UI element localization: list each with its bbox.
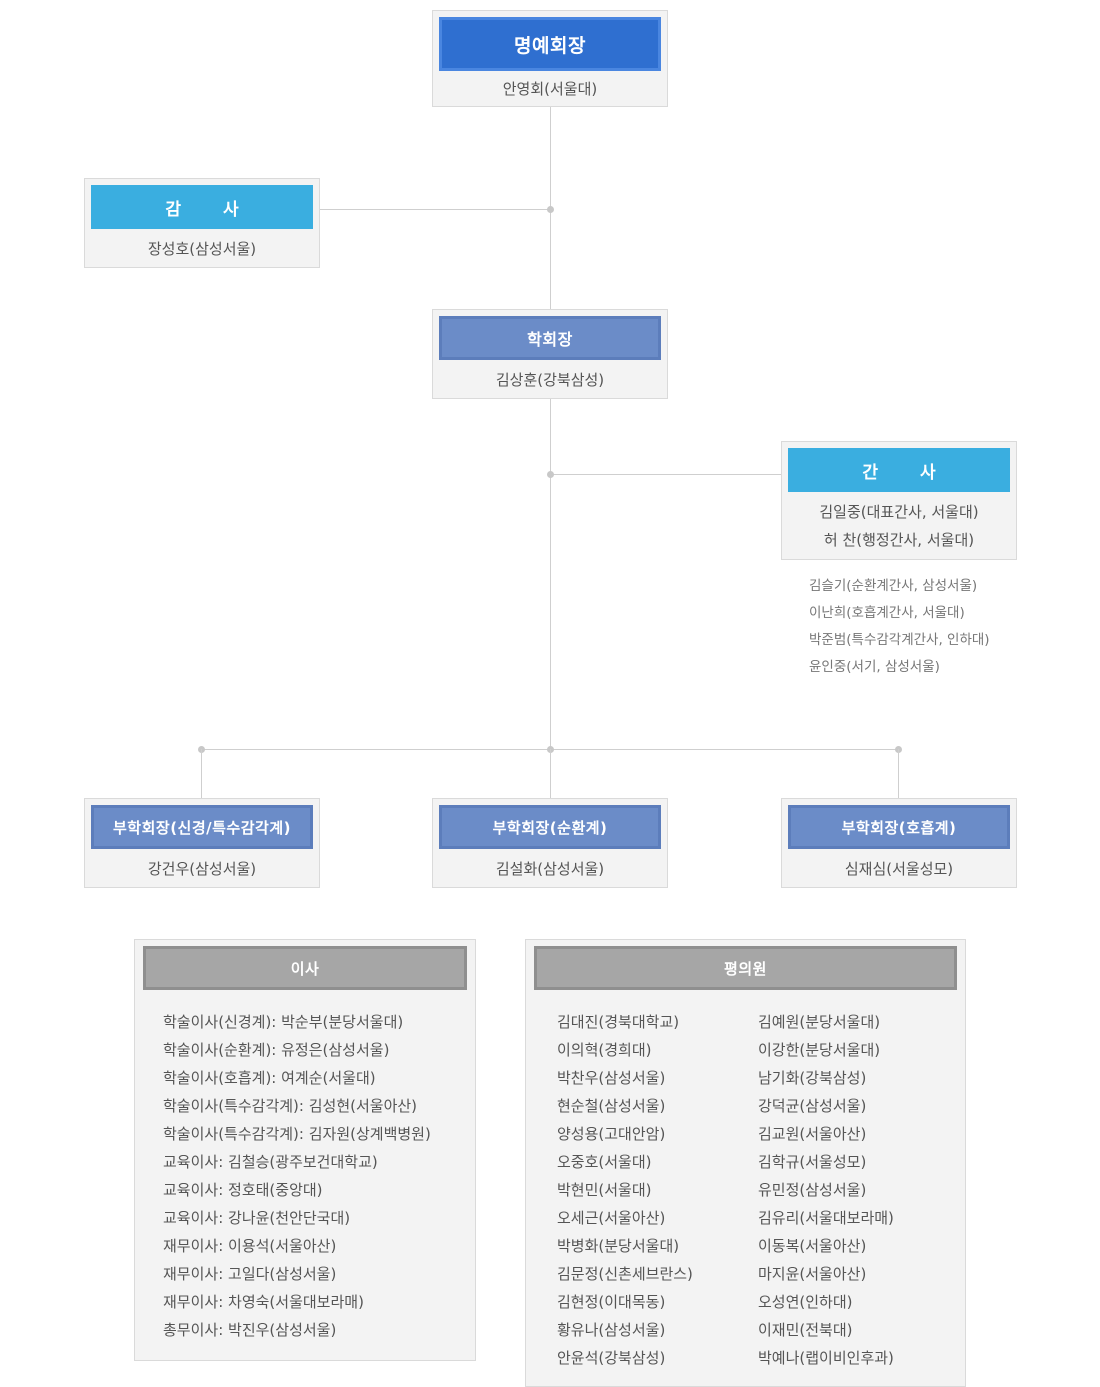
council-item: 김학규(서울성모) xyxy=(758,1153,867,1171)
council-item: 박예나(랩이비인후과) xyxy=(758,1349,894,1367)
council-item: 강덕균(삼성서울) xyxy=(758,1097,867,1115)
council-item: 김문정(신촌세브란스) xyxy=(557,1265,693,1283)
vice-president-box-neuro: 부학회장(신경/특수감각계) 강건우(삼성서울) xyxy=(84,798,320,888)
connector-dot xyxy=(547,206,554,213)
secretary-members: 김일중(대표간사, 서울대) 허 찬(행정간사, 서울대) xyxy=(782,492,1016,554)
vice-president-box-respiratory: 부학회장(호흡계) 심재심(서울성모) xyxy=(781,798,1017,888)
director-item: 학술이사(특수감각계): 김성현(서울아산) xyxy=(163,1097,418,1115)
council-item: 박현민(서울대) xyxy=(557,1181,652,1199)
council-item: 남기화(강북삼성) xyxy=(758,1069,867,1087)
council-item: 안윤석(강북삼성) xyxy=(557,1349,666,1367)
council-title: 평의원 xyxy=(534,946,957,990)
council-item: 김현정(이대목동) xyxy=(557,1293,666,1311)
secretary-sub-member: 이난희(호흡계간사, 서울대) xyxy=(809,605,965,621)
honorary-president-box: 명예회장 안영회(서울대) xyxy=(432,10,668,107)
president-title: 학회장 xyxy=(439,316,661,360)
council-item: 박병화(분당서울대) xyxy=(557,1237,680,1255)
director-item: 학술이사(순환계): 유정은(삼성서울) xyxy=(163,1041,390,1059)
connector-president-down xyxy=(550,398,551,749)
connector-vp-left xyxy=(201,749,202,799)
secretary-box: 간 사 김일중(대표간사, 서울대) 허 찬(행정간사, 서울대) xyxy=(781,441,1017,560)
director-item: 교육이사: 정호태(중앙대) xyxy=(163,1181,323,1199)
auditor-box: 감 사 장성호(삼성서울) xyxy=(84,178,320,268)
council-item: 유민정(삼성서울) xyxy=(758,1181,867,1199)
honorary-president-member: 안영회(서울대) xyxy=(502,80,598,98)
council-item: 이동복(서울아산) xyxy=(758,1237,867,1255)
secretary-sub-member: 김슬기(순환계간사, 삼성서울) xyxy=(809,578,978,594)
vice-president-member: 김설화(삼성서울) xyxy=(495,860,605,878)
council-item: 김유리(서울대보라매) xyxy=(758,1209,894,1227)
director-item: 재무이사: 차영숙(서울대보라매) xyxy=(163,1293,364,1311)
director-item: 총무이사: 박진우(삼성서울) xyxy=(163,1321,337,1339)
director-item: 교육이사: 강나윤(천안단국대) xyxy=(163,1209,351,1227)
council-item: 이강한(분당서울대) xyxy=(758,1041,881,1059)
council-item: 마지윤(서울아산) xyxy=(758,1265,867,1283)
president-box: 학회장 김상훈(강북삼성) xyxy=(432,309,668,399)
vice-president-title: 부학회장(호흡계) xyxy=(788,805,1010,849)
vice-president-box-circulatory: 부학회장(순환계) 김설화(삼성서울) xyxy=(432,798,668,888)
connector-vp-center xyxy=(550,749,551,799)
directors-box: 이사 학술이사(신경계): 박순부(분당서울대) 학술이사(순환계): 유정은(… xyxy=(134,939,476,1361)
council-item: 이재민(전북대) xyxy=(758,1321,853,1339)
director-item: 재무이사: 고일다(삼성서울) xyxy=(163,1265,337,1283)
directors-title: 이사 xyxy=(143,946,467,990)
council-item: 오세근(서울아산) xyxy=(557,1209,666,1227)
council-item: 오중호(서울대) xyxy=(557,1153,652,1171)
council-item: 박찬우(삼성서울) xyxy=(557,1069,666,1087)
vice-president-title: 부학회장(신경/특수감각계) xyxy=(91,805,313,849)
president-member: 김상훈(강북삼성) xyxy=(495,371,605,389)
secretary-member: 김일중(대표간사, 서울대) xyxy=(819,503,979,521)
director-item: 교육이사: 김철승(광주보건대학교) xyxy=(163,1153,378,1171)
secretary-member: 허 찬(행정간사, 서울대) xyxy=(823,531,975,549)
council-list-right: 김예원(분당서울대) 이강한(분당서울대) 남기화(강북삼성) 강덕균(삼성서울… xyxy=(758,1008,894,1372)
council-list-left: 김대진(경북대학교) 이의혁(경희대) 박찬우(삼성서울) 현순철(삼성서울) … xyxy=(557,1008,693,1372)
auditor-title: 감 사 xyxy=(91,185,313,229)
secretary-sub-list: 김슬기(순환계간사, 삼성서울) 이난희(호흡계간사, 서울대) 박준범(특수감… xyxy=(809,573,990,681)
vice-president-title: 부학회장(순환계) xyxy=(439,805,661,849)
council-item: 황유나(삼성서울) xyxy=(557,1321,666,1339)
connector-secretary xyxy=(550,474,782,475)
council-item: 김예원(분당서울대) xyxy=(758,1013,881,1031)
council-item: 오성연(인하대) xyxy=(758,1293,853,1311)
vice-president-member: 심재심(서울성모) xyxy=(844,860,954,878)
connector-dot xyxy=(547,471,554,478)
director-item: 학술이사(특수감각계): 김자원(상계백병원) xyxy=(163,1125,431,1143)
connector-auditor xyxy=(320,209,550,210)
secretary-title: 간 사 xyxy=(788,448,1010,492)
honorary-president-title: 명예회장 xyxy=(439,17,661,71)
council-item: 이의혁(경희대) xyxy=(557,1041,652,1059)
council-item: 김교원(서울아산) xyxy=(758,1125,867,1143)
council-item: 양성용(고대안암) xyxy=(557,1125,666,1143)
director-item: 재무이사: 이용석(서울아산) xyxy=(163,1237,337,1255)
directors-list: 학술이사(신경계): 박순부(분당서울대) 학술이사(순환계): 유정은(삼성서… xyxy=(163,1008,431,1344)
director-item: 학술이사(호흡계): 여계순(서울대) xyxy=(163,1069,376,1087)
director-item: 학술이사(신경계): 박순부(분당서울대) xyxy=(163,1013,404,1031)
council-box: 평의원 김대진(경북대학교) 이의혁(경희대) 박찬우(삼성서울) 현순철(삼성… xyxy=(525,939,966,1387)
council-item: 김대진(경북대학교) xyxy=(557,1013,680,1031)
council-item: 현순철(삼성서울) xyxy=(557,1097,666,1115)
connector-vp-right xyxy=(898,749,899,799)
secretary-sub-member: 박준범(특수감각계간사, 인하대) xyxy=(809,632,990,648)
auditor-member: 장성호(삼성서울) xyxy=(147,240,257,258)
secretary-sub-member: 윤인중(서기, 삼성서울) xyxy=(809,659,940,675)
vice-president-member: 강건우(삼성서울) xyxy=(147,860,257,878)
